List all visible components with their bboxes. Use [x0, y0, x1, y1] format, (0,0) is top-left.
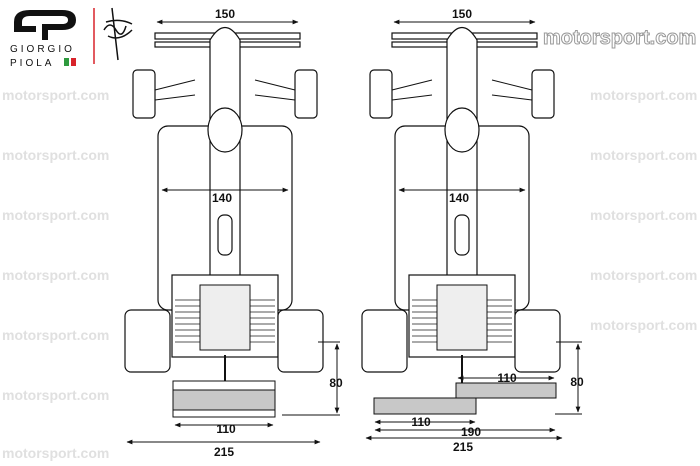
left-rear-wing-height: 80 [329, 376, 343, 390]
cars-layer [124, 26, 561, 418]
left-rear-wing-width: 110 [216, 422, 236, 436]
front-left-tire [132, 69, 156, 119]
left-car [124, 26, 324, 418]
right-rear-wing-height: 80 [570, 375, 584, 389]
right-car-dimensions: 150 140 110 110 190 215 80 [365, 7, 584, 454]
left-overall-width: 215 [214, 445, 234, 459]
rear-left-tire [124, 309, 171, 373]
nose-chassis [446, 26, 478, 301]
watermark-text: motorsport.com [2, 387, 109, 403]
right-overall-width: 215 [453, 440, 473, 454]
engine [436, 284, 488, 351]
right-car [361, 26, 561, 415]
right-front-wing-width: 150 [452, 7, 472, 21]
left-body-width: 140 [212, 191, 232, 205]
watermark-text: motorsport.com [590, 317, 697, 333]
front-right-tire [294, 69, 318, 119]
front-suspension [154, 79, 296, 101]
watermark-text: motorsport.com [2, 267, 109, 283]
watermark-text: motorsport.com [2, 207, 109, 223]
driver-seat [454, 214, 470, 256]
watermark-text: motorsport.com [590, 267, 697, 283]
upper-rear-wing [455, 382, 557, 399]
watermark-text: motorsport.com [2, 147, 109, 163]
left-front-wing-width: 150 [215, 7, 235, 21]
driver-seat [217, 214, 233, 256]
right-upper-wing-width: 110 [497, 371, 517, 385]
rear-right-tire [277, 309, 324, 373]
watermark-text: motorsport.com [590, 207, 697, 223]
watermark-prominent: motorsport.com [543, 27, 696, 49]
logo-line2: PIOLA [10, 58, 54, 69]
watermark-text: motorsport.com [2, 87, 109, 103]
rear-wing-plane [172, 389, 276, 411]
right-rear-wing-span: 190 [461, 425, 481, 439]
watermark-text: motorsport.com [2, 445, 109, 461]
rear-left-tire [361, 309, 408, 373]
front-right-tire [531, 69, 555, 119]
signature [103, 7, 133, 61]
nose-chassis [209, 26, 241, 301]
watermark-layer: motorsport.com motorsport.com motorsport.c… [2, 87, 697, 461]
watermark-text: motorsport.com [2, 327, 109, 343]
engine [199, 284, 251, 351]
watermark-text: motorsport.com [590, 147, 697, 163]
front-left-tire [369, 69, 393, 119]
giorgio-piola-logo: GIORGIO PIOLA [10, 7, 133, 69]
watermark-text: motorsport.com [590, 87, 697, 103]
logo-line1: GIORGIO [10, 44, 75, 55]
right-body-width: 140 [449, 191, 469, 205]
flag-red [71, 58, 76, 66]
cockpit [444, 107, 480, 153]
lower-rear-wing [373, 397, 477, 415]
right-lower-wing-width: 110 [411, 415, 431, 429]
cockpit [207, 107, 243, 153]
rear-right-tire [514, 309, 561, 373]
flag-green [64, 58, 69, 66]
front-suspension [391, 79, 533, 101]
left-car-dimensions: 150 140 110 215 80 [126, 7, 343, 459]
